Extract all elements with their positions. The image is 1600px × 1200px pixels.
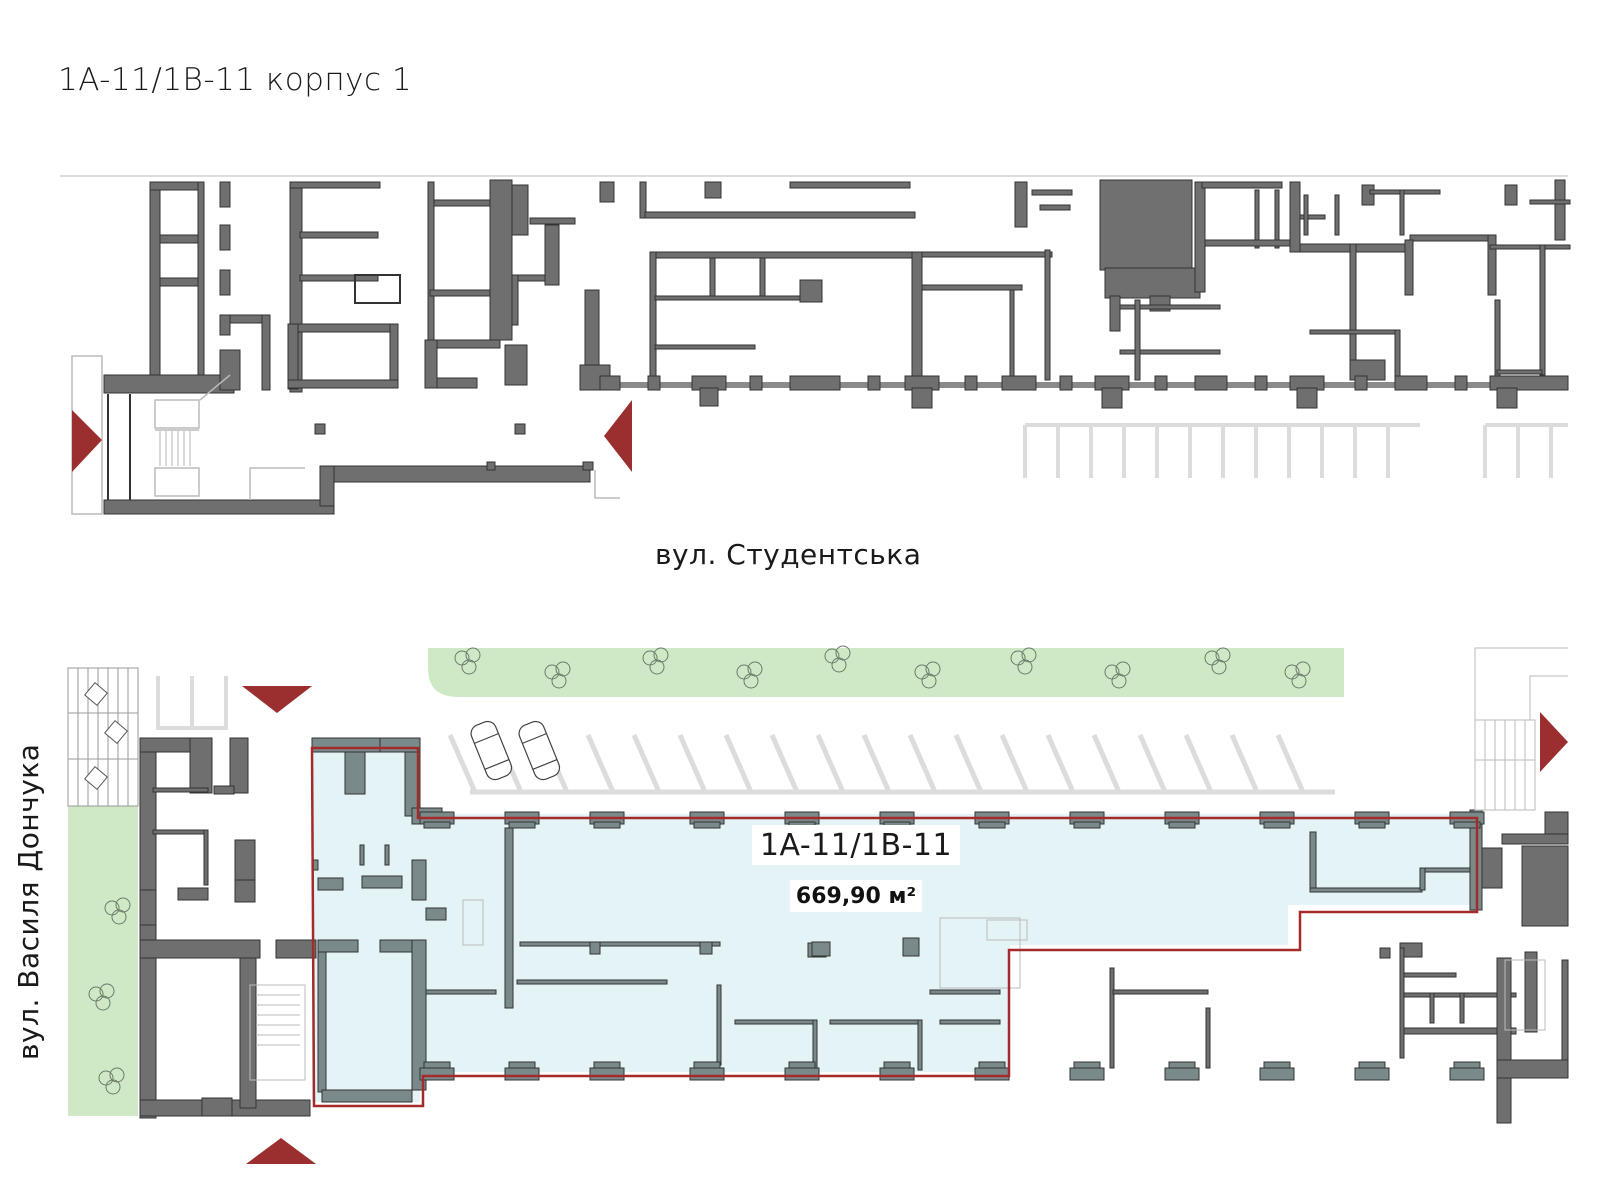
pier: [1168, 1061, 1196, 1069]
pier: [1263, 821, 1291, 829]
pier: [788, 1061, 816, 1069]
unit-code-label: 1A-11/1B-11: [752, 825, 960, 865]
pier: [784, 1067, 820, 1081]
pier: [883, 1061, 911, 1069]
tree-icon: [544, 661, 571, 689]
pier: [693, 1061, 721, 1069]
parking-line: [907, 733, 938, 794]
pier: [974, 1067, 1010, 1081]
pier: [1259, 1067, 1295, 1081]
pier: [1453, 821, 1481, 829]
tree-icon: [1204, 647, 1231, 675]
pier: [978, 1061, 1006, 1069]
parking-line: [1045, 733, 1076, 794]
pier: [423, 821, 451, 829]
facade-piers: [599, 375, 1569, 409]
tree-icon: [98, 1067, 125, 1095]
pier: [1263, 1061, 1291, 1069]
pier: [689, 1067, 725, 1081]
pier: [508, 821, 536, 829]
pier: [419, 1067, 455, 1081]
entrance-triangle-icon: [1540, 712, 1568, 772]
parking-line: [953, 733, 984, 794]
entrance-triangle-icon: [72, 410, 102, 472]
pier: [1073, 821, 1101, 829]
pier: [1069, 1067, 1105, 1081]
pier: [1168, 821, 1196, 829]
parking-lines-bottom: [447, 733, 1335, 795]
pier: [1358, 821, 1386, 829]
pier: [879, 1067, 915, 1081]
pier: [508, 1061, 536, 1069]
tree-icon: [88, 983, 115, 1011]
trees: [88, 645, 1311, 1095]
entrance-triangle-icon: [604, 400, 632, 472]
cafe-terrace: [67, 667, 139, 807]
tree-icon: [642, 647, 669, 675]
page-title: 1A-11/1B-11 корпус 1: [58, 62, 413, 98]
parking-line: [1091, 733, 1122, 794]
pier: [593, 1061, 621, 1069]
parking-line: [723, 733, 754, 794]
parking-line: [769, 733, 800, 794]
parking-line: [1137, 733, 1168, 794]
tree-icon: [914, 661, 941, 689]
pier: [693, 821, 721, 829]
pier: [1449, 1067, 1485, 1081]
unit-highlight[interactable]: [312, 748, 1480, 1102]
upper-floor-plan: [60, 175, 1571, 515]
pier: [589, 1067, 625, 1081]
parking-line: [1183, 733, 1214, 794]
pier: [504, 1067, 540, 1081]
pier: [593, 821, 621, 829]
parking-lines-top: [1023, 423, 1568, 478]
tree-icon: [1284, 661, 1311, 689]
parking-line: [677, 733, 708, 794]
parking-line: [447, 733, 478, 794]
pier: [1453, 1061, 1481, 1069]
parking-line: [999, 733, 1030, 794]
pier: [978, 821, 1006, 829]
street-label-studentska: вул. Студентська: [655, 538, 922, 571]
tree-icon: [1010, 647, 1037, 675]
pier: [1164, 1067, 1200, 1081]
car-icon: [470, 720, 561, 781]
unit-outline: [310, 746, 1479, 1108]
entrance-triangle-icon: [242, 686, 312, 713]
tree-icon: [736, 661, 763, 689]
ground-floor-plan: [67, 645, 1569, 1124]
green-strip-top: [428, 648, 1344, 697]
parking-line: [631, 733, 662, 794]
tree-icon: [104, 897, 131, 925]
cafe-table-icon: [84, 682, 128, 790]
green-strip-left: [68, 806, 138, 1116]
parking-line: [815, 733, 846, 794]
pier: [1073, 1061, 1101, 1069]
tree-icon: [454, 647, 481, 675]
entrance-triangle-icon: [246, 1138, 316, 1164]
parking-line: [585, 733, 616, 794]
pier: [1354, 1067, 1390, 1081]
street-label-donchuka: вул. Василя Дончука: [12, 743, 45, 1060]
parking-line: [1229, 733, 1260, 794]
parking-line: [1275, 733, 1306, 794]
tree-icon: [824, 645, 851, 673]
tree-icon: [1104, 661, 1131, 689]
parking-line: [861, 733, 892, 794]
unit-area-label: 669,90 м²: [790, 880, 922, 912]
pier: [1358, 1061, 1386, 1069]
pier: [423, 1061, 451, 1069]
